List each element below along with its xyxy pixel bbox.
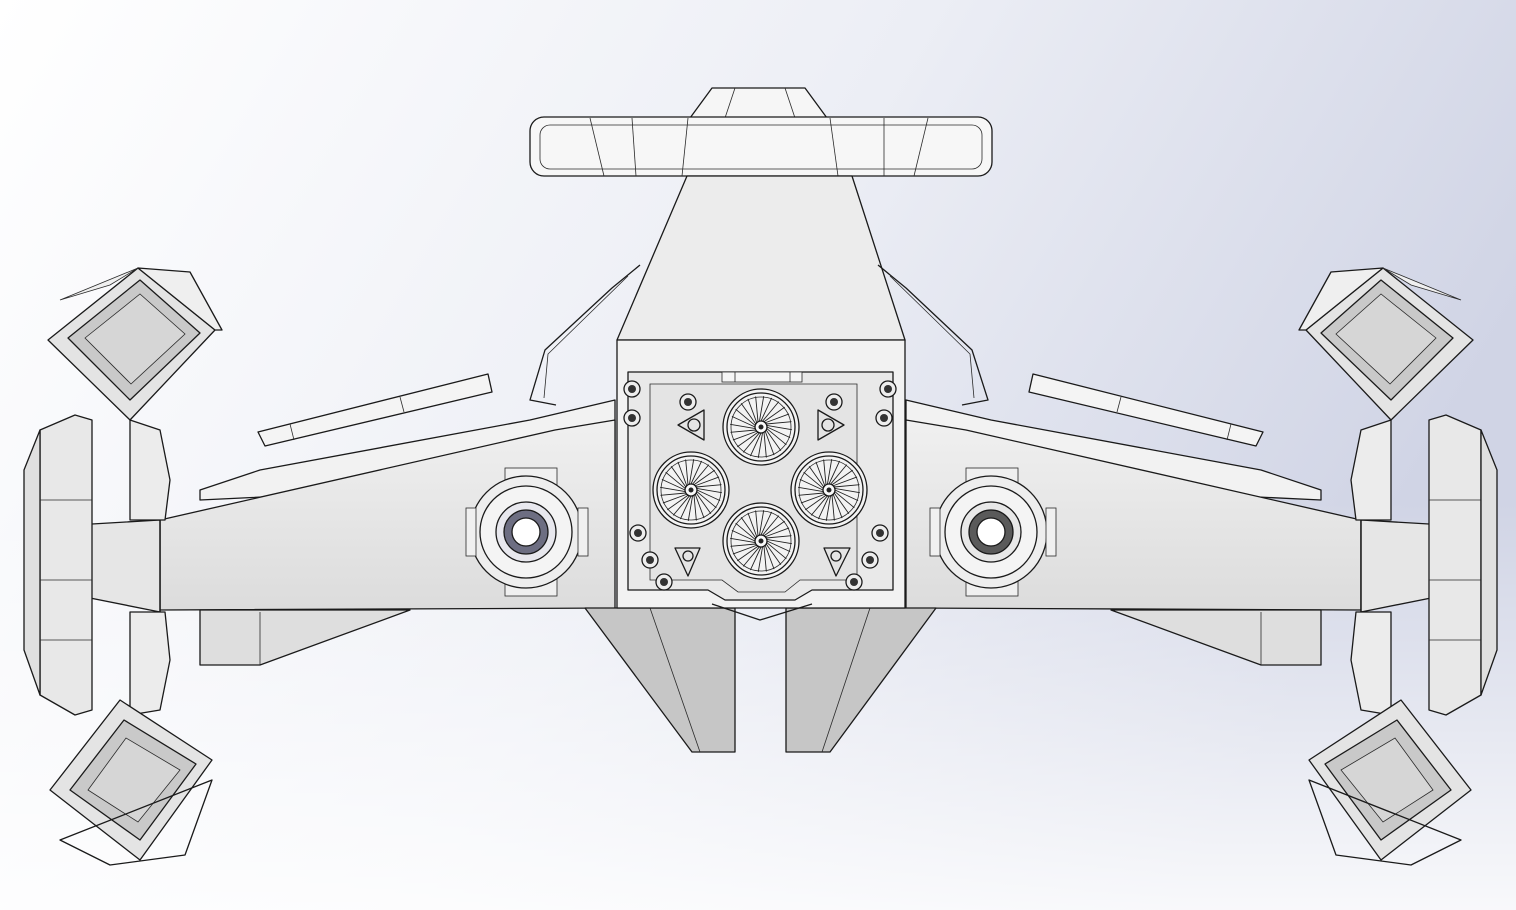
panel-triangle-marks xyxy=(674,409,851,577)
left-wheel-assembly xyxy=(23,267,223,866)
fan-wheel-top xyxy=(722,388,800,466)
center-panel xyxy=(616,339,906,621)
roller-bottom-right xyxy=(1308,699,1472,866)
lower-claw xyxy=(584,607,937,753)
roller-top-left xyxy=(47,267,223,421)
right-wheel-assembly xyxy=(1298,267,1498,866)
right-port xyxy=(929,467,1057,597)
fan-wheel-right xyxy=(790,451,868,529)
left-port xyxy=(465,467,589,597)
roller-top-right xyxy=(1298,267,1474,421)
side-struts xyxy=(529,264,989,406)
fan-wheel-bottom xyxy=(722,502,800,580)
roller-bottom-left xyxy=(49,699,213,866)
fan-wheel-left xyxy=(652,451,730,529)
panel-screws xyxy=(623,380,897,591)
